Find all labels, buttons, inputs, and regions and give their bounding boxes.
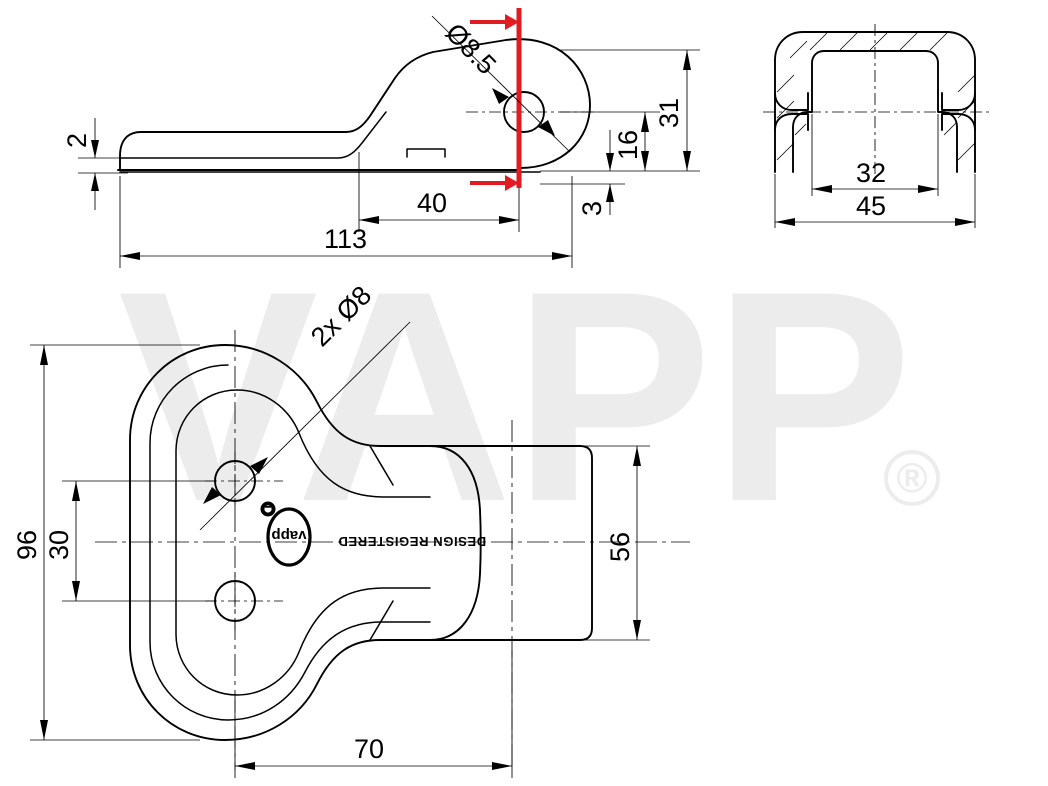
dim-31-arrow-top <box>683 50 691 70</box>
dim-2xdia8-leader <box>199 321 411 531</box>
plan-inner-upper-curve <box>298 432 431 498</box>
dim-113-arrow-right <box>552 252 572 260</box>
dim-30-label: 30 <box>44 530 74 560</box>
dim-45-arrow-right <box>955 218 975 226</box>
dim-height-3: 3 <box>540 130 625 216</box>
plan-notch-lower <box>369 600 394 641</box>
dim-30-arrow-bottom <box>72 581 80 601</box>
section-cut-marker <box>470 8 522 191</box>
dim-32-arrow-left <box>812 185 832 193</box>
dim-16-label: 16 <box>613 130 643 160</box>
side-profile-outline <box>119 38 591 171</box>
vapp-logo-text: vapp <box>271 527 306 544</box>
dim-hole-dia-85: Ø8.5 <box>431 15 571 153</box>
section-end-view: 32 45 <box>763 24 990 228</box>
dim-45-label: 45 <box>856 191 886 221</box>
vapp-logo-stamp: vapp <box>266 507 312 567</box>
design-registered-stamp: DESIGN REGISTERED <box>338 534 486 549</box>
watermark-registered-glyph: ® <box>897 454 928 501</box>
dim-31-arrow-bottom <box>683 151 691 171</box>
dim-96-arrow-bottom <box>40 720 48 740</box>
dim-2xdia8-arrow-b <box>203 487 221 504</box>
dim-width-45: 45 <box>774 174 976 228</box>
dim-40-label: 40 <box>417 188 447 218</box>
cut-arrow-top <box>470 14 519 30</box>
dim-30-arrow-top <box>72 481 80 501</box>
dim-thickness-2: 2 <box>62 118 128 210</box>
plan-registered-mark-icon <box>260 501 276 517</box>
dim-113-label: 113 <box>324 224 367 254</box>
section-left-lip-lower <box>774 113 809 131</box>
section-hatch-left <box>776 74 807 161</box>
dim-40-arrow-left <box>359 216 379 224</box>
dim-56-arrow-bottom <box>633 620 641 640</box>
dim-16-arrow-top <box>641 112 649 132</box>
dim-2-arrow-top <box>91 140 99 158</box>
dim-40-arrow-right <box>499 216 519 224</box>
dim-length-113: 113 <box>119 176 573 268</box>
dim-hole-dia-85-arrow-b <box>538 120 555 136</box>
dim-113-arrow-left <box>120 252 140 260</box>
dim-70-arrow-right <box>492 762 512 770</box>
section-hatch-top <box>789 32 948 59</box>
plan-nose-taper-upper <box>429 445 482 641</box>
dim-96-arrow-top <box>40 345 48 365</box>
plan-notch-upper <box>369 445 394 486</box>
plan-inner-outline <box>175 389 431 696</box>
dim-height-16: 16 <box>560 111 660 171</box>
dim-tab-height-56: 56 <box>570 445 650 641</box>
watermark-group: VAPP ® <box>118 228 940 564</box>
dim-32-label: 32 <box>856 158 886 188</box>
dim-hole-dia-85-arrow-a <box>492 88 509 104</box>
dim-2-label: 2 <box>62 133 92 148</box>
dim-56-label: 56 <box>605 532 635 562</box>
dim-height-96: 96 <box>12 344 200 741</box>
section-left-lip <box>774 92 809 111</box>
dim-31-label: 31 <box>654 98 684 128</box>
dim-hole-spacing-30: 30 <box>44 480 215 602</box>
dim-3-arrow-top <box>606 153 614 171</box>
dim-3-arrow-bottom <box>606 184 614 202</box>
dim-70-label: 70 <box>354 734 384 764</box>
dim-96-label: 96 <box>12 530 42 560</box>
dim-length-70: 70 <box>234 650 513 778</box>
dim-45-arrow-left <box>775 218 795 226</box>
plan-inner-upper-branch <box>236 389 300 434</box>
watermark-text: VAPP <box>118 228 913 564</box>
section-right-lip <box>941 92 976 111</box>
section-right-lip-lower <box>941 113 976 131</box>
side-boss-rect <box>406 148 446 158</box>
side-inner-step-line <box>119 111 387 159</box>
side-elevation-view: Ø8.5 2 31 <box>62 8 700 268</box>
dim-56-arrow-top <box>633 446 641 466</box>
plan-outer-outline <box>129 344 593 741</box>
dim-length-40: 40 <box>358 152 520 232</box>
dim-70-arrow-left <box>235 762 255 770</box>
section-hatch-right <box>943 74 976 161</box>
cut-arrow-bottom <box>470 175 519 191</box>
watermark-registered-icon: ® <box>884 450 940 506</box>
dim-width-32: 32 <box>811 114 939 196</box>
dim-2-arrow-bottom <box>91 173 99 191</box>
dim-16-arrow-bottom <box>641 151 649 171</box>
plan-second-outline <box>149 364 431 721</box>
dim-32-arrow-right <box>918 185 938 193</box>
dim-2xdia8-arrow-a <box>250 457 268 474</box>
dim-height-31: 31 <box>540 49 700 172</box>
dim-3-label: 3 <box>577 201 607 216</box>
